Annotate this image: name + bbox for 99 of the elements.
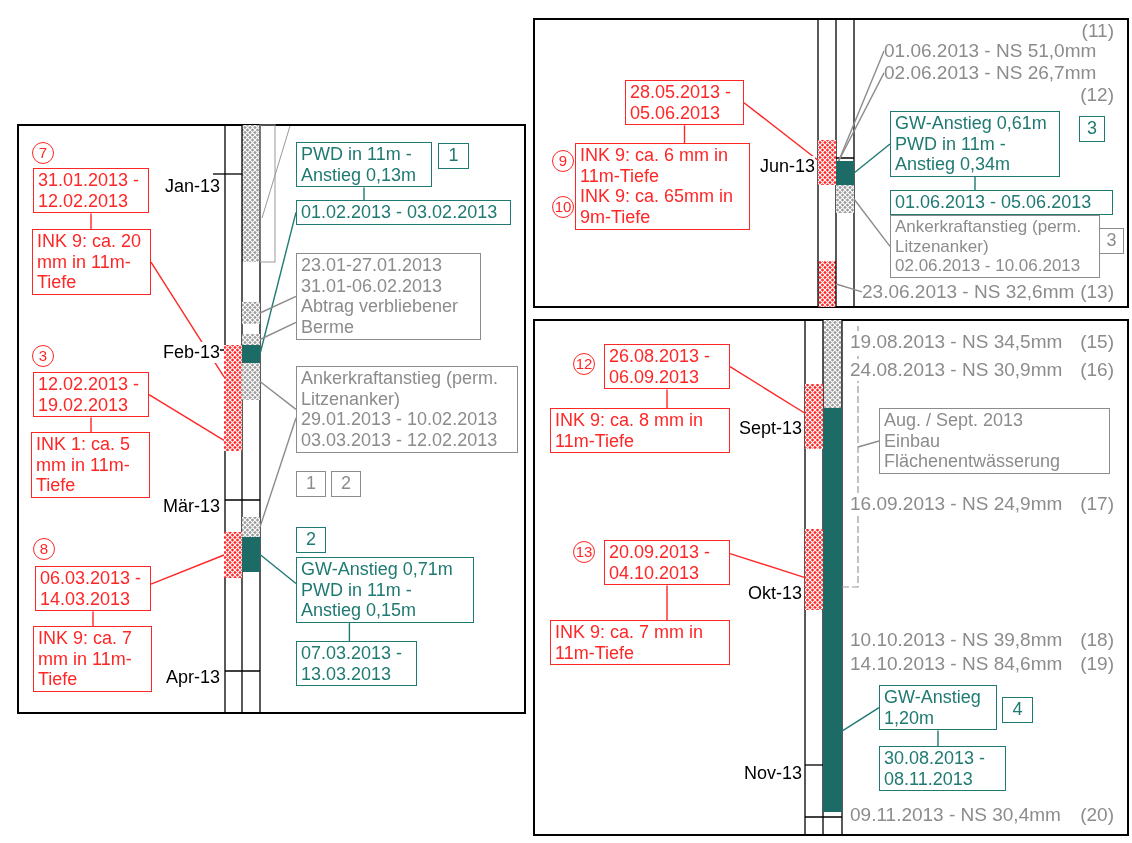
connector-line <box>92 610 94 627</box>
annotation-box <box>296 253 481 340</box>
annotation-text: GW-Anstieg 0,71m <box>301 559 454 580</box>
rainfall-note: 01.06.2013 - NS 51,0mm <box>884 40 1097 62</box>
connector-line <box>363 186 365 201</box>
connector-line <box>666 388 668 409</box>
leader-line <box>150 554 225 585</box>
annotation-text: 23.01-27.01.2013 <box>301 255 444 276</box>
circled-number: 13 <box>573 541 595 563</box>
reference-number: 1 <box>438 143 469 169</box>
reference-number: 2 <box>296 527 326 553</box>
annotation-text: 03.03.2013 - 12.02.2013 <box>301 430 499 451</box>
connector-line <box>937 729 939 747</box>
annotation-text: PWD in 11m - Anstieg 0,15m <box>301 579 418 622</box>
annotation-text: Ankerkraftanstieg (perm. Litzenanker) <box>301 368 500 410</box>
annotation-text: PWD in 11m - Anstieg 0,34m <box>895 133 1012 176</box>
connector-line <box>974 176 976 191</box>
circled-number: 9 <box>552 150 574 172</box>
annotation-box <box>575 143 750 230</box>
period-bar <box>242 302 260 324</box>
reference-number: 3 <box>1099 228 1124 254</box>
annotation-box: 31.01.2013 - 12.02.2013 <box>33 168 149 214</box>
annotation-box: INK 1: ca. 5 mm in 11m-Tiefe <box>31 432 150 499</box>
period-bar <box>224 345 242 451</box>
annotation-text: Aug. / Sept. 2013 <box>884 410 1025 431</box>
annotation-text: Abtrag verbliebener Berme <box>301 296 460 338</box>
period-bar <box>805 529 823 610</box>
rainfall-note: 24.08.2013 - NS 30,9mm <box>850 359 1063 381</box>
month-label: Feb-13 <box>162 342 220 363</box>
reference-number: 1 <box>296 471 326 497</box>
period-bar <box>242 537 260 572</box>
annotation-box: 12.02.2013 - 19.02.2013 <box>33 372 149 418</box>
annotation-box: 20.09.2013 - 04.10.2013 <box>604 540 730 586</box>
period-bar <box>242 334 260 345</box>
annotation-box: 28.05.2013 - 05.06.2013 <box>625 80 744 126</box>
annotation-box <box>890 215 1100 278</box>
reference-number: 4 <box>1002 697 1033 723</box>
leader-line <box>148 394 225 442</box>
leader-line <box>838 72 885 162</box>
period-bar <box>242 517 260 537</box>
annotation-box <box>296 557 474 624</box>
annotation-box: GW-Anstieg 1,20m <box>879 685 997 731</box>
annotation-box: INK 9: ca. 7 mm in 11m-Tiefe <box>33 626 152 693</box>
annotation-box <box>890 111 1060 178</box>
circled-number: 10 <box>552 196 574 218</box>
leader-line <box>259 553 297 585</box>
annotation-text: INK 9: ca. 6 mm in 11m-Tiefe <box>580 145 730 187</box>
annotation-box <box>879 408 1110 475</box>
annotation-text: Ankerkraftanstieg (perm. Litzenanker) <box>895 217 1083 257</box>
rainfall-note: 02.06.2013 - NS 26,7mm <box>884 62 1097 84</box>
leader-line <box>841 707 880 732</box>
circled-number: 12 <box>573 353 595 375</box>
period-bar <box>224 532 242 578</box>
leader-line <box>729 366 806 414</box>
leader-line <box>835 283 863 293</box>
annotation-box: 01.02.2013 - 03.02.2013 <box>296 200 511 225</box>
leader-line <box>729 552 806 579</box>
period-bar <box>242 345 260 363</box>
annotation-box: 30.08.2013 - 08.11.2013 <box>879 746 1006 792</box>
period-bar <box>818 140 836 185</box>
circled-number: 8 <box>33 538 55 560</box>
annotation-box: INK 9: ca. 8 mm in 11m-Tiefe <box>550 408 730 454</box>
rainfall-note: 16.09.2013 - NS 24,9mm <box>850 493 1063 515</box>
annotation-box: 01.06.2013 - 05.06.2013 <box>890 190 1113 215</box>
rainfall-note: 19.08.2013 - NS 34,5mm <box>850 331 1063 353</box>
leader-line <box>853 143 891 174</box>
annotation-text: Einbau Flächenentwässerung <box>884 430 1062 473</box>
leader-line <box>259 295 297 314</box>
connector-line <box>666 584 668 621</box>
circled-number: 3 <box>32 345 54 367</box>
period-bar <box>805 384 823 449</box>
annotation-text: 31.01-06.02.2013 <box>301 275 444 297</box>
annotation-text: INK 9: ca. 65mm in 9m-Tiefe <box>580 186 735 228</box>
leader-line <box>857 440 880 448</box>
period-bar <box>242 363 260 400</box>
leader-line <box>853 198 891 247</box>
leader-line <box>259 321 297 341</box>
annotation-box: INK 9: ca. 20 mm in 11m-Tiefe <box>32 229 151 296</box>
period-bar <box>823 408 842 812</box>
annotation-box: 06.03.2013 - 14.03.2013 <box>35 566 151 612</box>
connector-line <box>90 212 92 230</box>
connector-line <box>90 416 92 433</box>
annotation-box: 07.03.2013 - 13.03.2013 <box>296 641 417 687</box>
reference-number: 2 <box>331 471 361 497</box>
annotation-text: 29.01.2013 - 10.02.2013 <box>301 409 499 431</box>
annotation-text: GW-Anstieg 0,61m <box>895 113 1048 134</box>
month-label: Sept-13 <box>738 418 802 439</box>
annotation-text: 02.06.2013 - 10.06.2013 <box>895 256 1082 276</box>
annotation-box: PWD in 11m - Anstieg 0,13m <box>296 142 432 188</box>
period-bar <box>836 161 854 185</box>
annotation-box <box>296 366 518 453</box>
reference-number: 3 <box>1079 116 1105 142</box>
rainfall-note: 23.06.2013 - NS 32,6mm <box>862 281 1075 303</box>
annotation-box: INK 9: ca. 7 mm in 11m-Tiefe <box>550 620 730 666</box>
period-bar <box>836 185 854 213</box>
circled-number: 7 <box>32 142 54 164</box>
leader-line <box>259 380 297 411</box>
annotation-box: 26.08.2013 - 06.09.2013 <box>604 344 730 390</box>
month-label: Apr-13 <box>165 667 220 688</box>
